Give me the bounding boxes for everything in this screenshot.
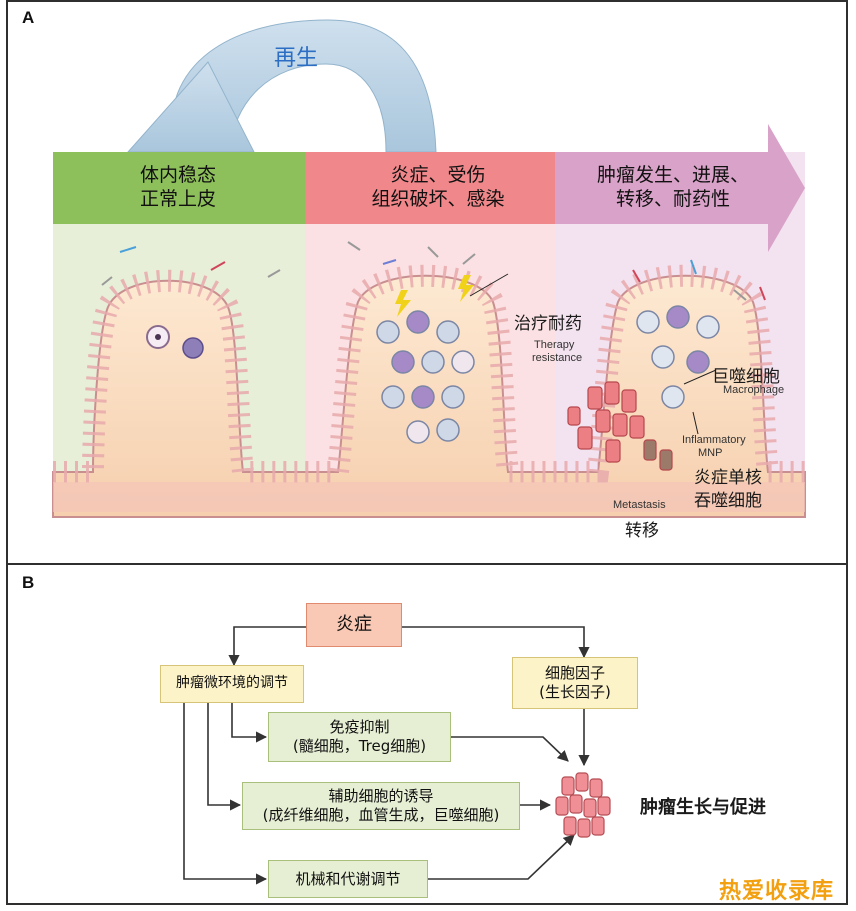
- damage-bolt-icon: [395, 290, 411, 317]
- panel-a: A: [6, 0, 848, 565]
- cytokine-box: 细胞因子(生长因子): [512, 657, 638, 709]
- arrow-inflammation-to-cytokine: [402, 626, 590, 659]
- tumor-cluster-icon: [555, 772, 611, 838]
- arrow-inflammation-to-tme: [228, 626, 306, 667]
- mechanical-metabolic-box: 机械和代谢调节: [268, 860, 428, 898]
- watermark: 热爱收录库: [718, 879, 834, 904]
- stage-2-text: 炎症、受伤组织破坏、感染: [371, 164, 505, 210]
- therapy-resistance-zh: 治疗耐药: [514, 314, 582, 334]
- arrow-immuno-to-tumor: [451, 736, 569, 762]
- panel-a-label: A: [22, 8, 35, 27]
- macrophage-en: Macrophage: [723, 384, 785, 396]
- mnp-zh-2: 吞噬细胞: [694, 491, 762, 511]
- panel-b: B 炎症 肿瘤微环境的调节: [6, 563, 848, 905]
- arrow-tme-to-immuno: [231, 703, 268, 743]
- stage-banner-1: [53, 152, 305, 224]
- metastasis-zh: 转移: [625, 521, 659, 541]
- mnp-en-1: Inflammatory: [682, 434, 746, 446]
- stage-1-text: 体内稳态正常上皮: [139, 164, 216, 210]
- basal-layer: [53, 482, 805, 512]
- metastasis-en: Metastasis: [613, 499, 666, 511]
- mnp-en-2: MNP: [698, 447, 723, 459]
- tissue-illustration: [52, 19, 806, 518]
- stage-banner-2: [305, 152, 555, 224]
- arrow-tme-to-mech: [183, 703, 268, 885]
- stage-3-text: 肿瘤发生、进展、转移、耐药性: [596, 164, 749, 210]
- mnp-zh-1: 炎症单核: [694, 468, 762, 488]
- leader-line: [683, 369, 717, 385]
- inflammatory-cells: [376, 310, 475, 444]
- tumor-growth-label: 肿瘤生长与促进: [640, 797, 766, 818]
- regeneration-label: 再生: [274, 46, 319, 71]
- leader-line: [692, 411, 699, 435]
- leader-line: [469, 273, 509, 297]
- epithelium-cell-layer: [53, 264, 805, 483]
- regeneration-arrow-icon: [126, 19, 437, 153]
- bacteria-icons: [101, 241, 766, 301]
- immune-cell: [182, 337, 204, 359]
- helper-cell-induction-box: 辅助细胞的诱导(成纤维细胞，血管生成，巨噬细胞): [242, 782, 520, 830]
- therapy-resistance-en-2: resistance: [532, 352, 583, 364]
- inflammation-box: 炎症: [306, 603, 402, 647]
- panel-b-label: B: [22, 573, 35, 592]
- immunosuppression-box: 免疫抑制(髓细胞，Treg细胞): [268, 712, 451, 762]
- tme-regulation-box: 肿瘤微环境的调节: [160, 665, 304, 703]
- arrow-tme-to-helper: [207, 703, 242, 811]
- flow-connectors: [183, 626, 611, 885]
- macrophage-zh: 巨噬细胞: [712, 367, 780, 387]
- damage-bolt-icon: [458, 275, 474, 302]
- tumor-mass: [567, 381, 673, 471]
- stage-banner-3-arrow: [555, 124, 805, 252]
- arrow-mech-to-tumor: [428, 834, 575, 880]
- tumor-microenvironment-cells: [636, 305, 720, 409]
- therapy-resistance-en-1: Therapy: [534, 339, 575, 351]
